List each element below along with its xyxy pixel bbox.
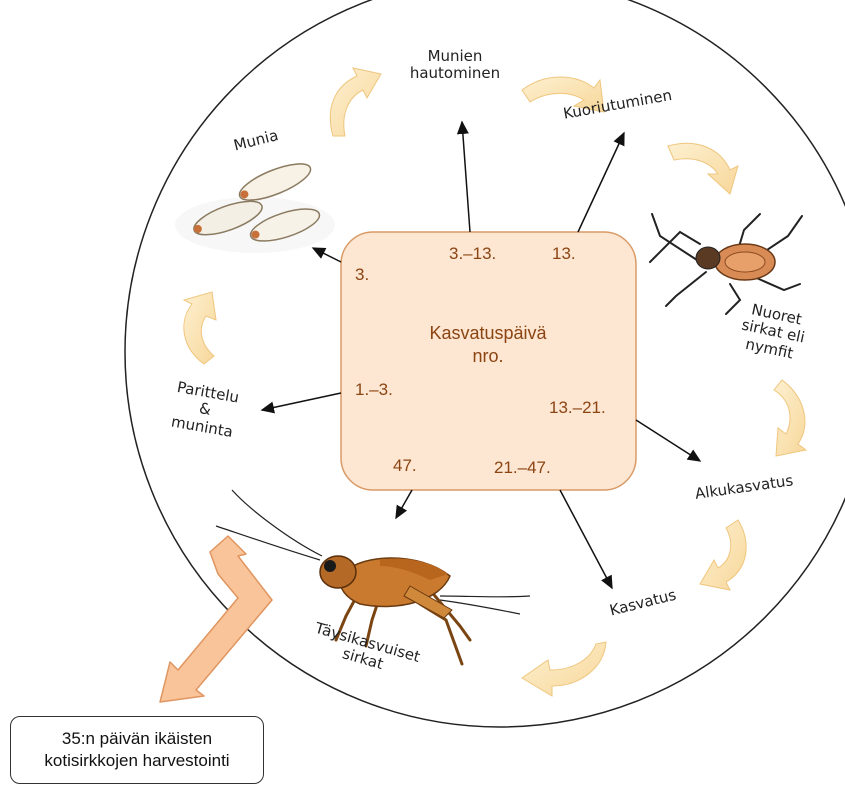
- center-title: Kasvatuspäivä nro.: [398, 322, 578, 369]
- day-incubation: 3.–13.: [449, 244, 496, 264]
- harvest-arrow: [160, 536, 272, 702]
- cycle-arrow-3: [668, 143, 738, 194]
- cycle-arrow-1: [330, 68, 381, 136]
- day-hatching: 13.: [552, 244, 576, 264]
- harvest-line1: 35:n päivän ikäisten: [62, 728, 212, 750]
- day-growth: 21.–47.: [494, 458, 551, 478]
- stage-incubation-line2: hautominen: [400, 65, 510, 82]
- stage-incubation-line1: Munien: [400, 48, 510, 65]
- nymph-illustration: [650, 214, 802, 314]
- center-title-line1: Kasvatuspäivä: [398, 322, 578, 345]
- cycle-arrow-7: [184, 292, 216, 364]
- cycle-arrow-5: [700, 520, 746, 590]
- center-title-line2: nro.: [398, 345, 578, 368]
- cycle-arrow-4: [774, 380, 806, 456]
- stage-incubation: Munien hautominen: [400, 48, 510, 83]
- eggs-illustration: [175, 157, 335, 253]
- day-nymph-growth: 13.–21.: [549, 398, 606, 418]
- harvest-line2: kotisirkkojen harvestointi: [44, 750, 229, 772]
- harvest-box: 35:n päivän ikäisten kotisirkkojen harve…: [10, 716, 264, 784]
- day-adults: 47.: [393, 456, 417, 476]
- cycle-arrow-6: [522, 642, 606, 696]
- day-eggs: 3.: [355, 265, 369, 285]
- day-mating: 1.–3.: [355, 380, 393, 400]
